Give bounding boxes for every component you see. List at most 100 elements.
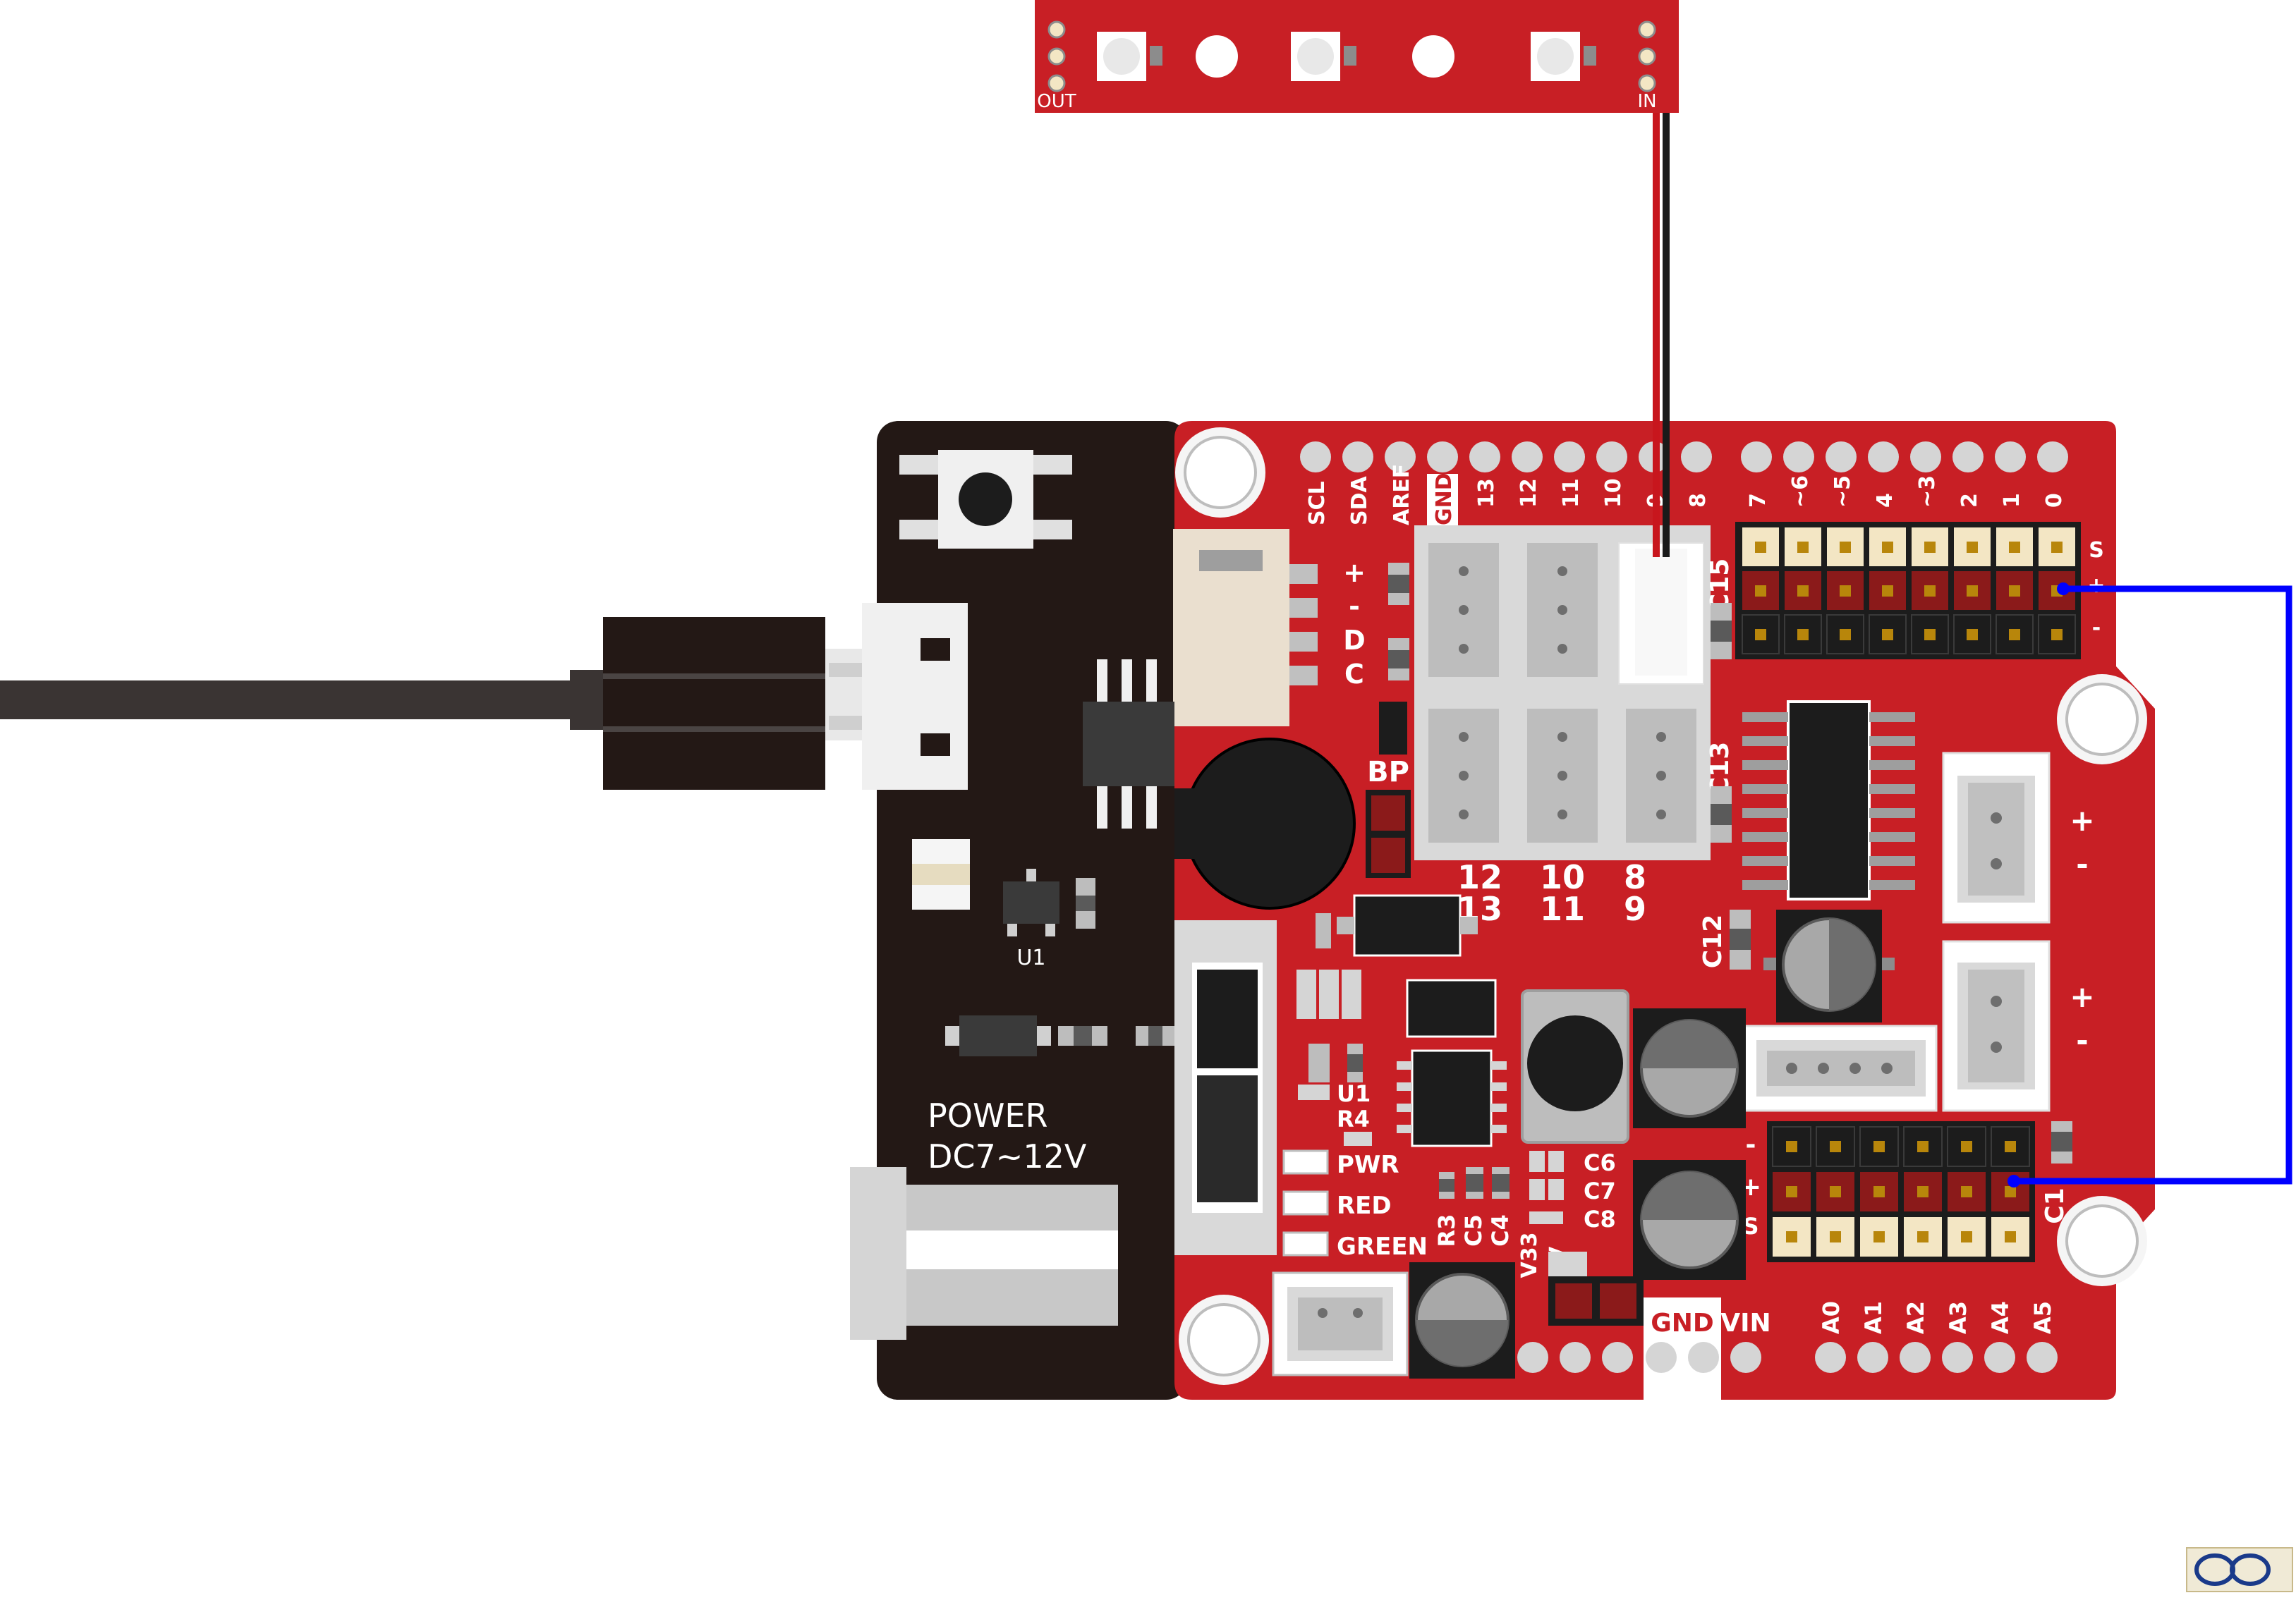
top-header-pin — [1868, 441, 1899, 472]
servo-label-11: 11 — [1540, 890, 1585, 928]
lower-header-minus-label: - — [1746, 1130, 1756, 1159]
connector-label-minus: - — [1349, 591, 1360, 622]
i2c-connector: + - D C — [1173, 529, 1366, 726]
top-header-pin — [1681, 441, 1712, 472]
top-header-label: 10 — [1601, 478, 1626, 508]
adapter-u1-label: U1 — [1016, 946, 1045, 970]
eeprom-chip — [1083, 659, 1174, 829]
analog-pin — [1984, 1342, 2015, 1373]
top-header-pin — [1995, 441, 2026, 472]
top-header-label: 8 — [1686, 493, 1711, 508]
analog-pin-label: A5 — [2029, 1301, 2056, 1334]
analog-pin — [1942, 1342, 1973, 1373]
c4-label: C4 — [1487, 1214, 1514, 1247]
red-led-label: RED — [1337, 1192, 1392, 1220]
top-header-label: 4 — [1873, 493, 1897, 508]
inductor — [1521, 989, 1629, 1144]
strip-mount-hole — [1196, 35, 1238, 78]
u1-transistor: U1 — [1003, 869, 1095, 970]
r4-label: R4 — [1337, 1106, 1370, 1132]
led-strip-in-label: IN — [1637, 91, 1656, 112]
c7-label: C7 — [1584, 1178, 1616, 1204]
electrolytic-cap-2 — [1633, 1008, 1746, 1128]
connector-label-c: C — [1344, 659, 1364, 690]
top-header-pin — [1952, 441, 1984, 472]
top-header-pin — [1826, 441, 1857, 472]
led-strip-wire — [1653, 113, 1670, 557]
top-header-pin — [1427, 441, 1458, 472]
led-strip-out-label: OUT — [1037, 91, 1076, 112]
top-header-pin — [1783, 441, 1814, 472]
top-header-label: 1 — [2000, 493, 2024, 508]
digital-servo-header — [1735, 522, 2081, 659]
top-header-pin — [1300, 441, 1331, 472]
power-adapter-board: U1 POWER DC7~12V — [850, 421, 1187, 1400]
analog-pin-label: A1 — [1860, 1301, 1887, 1334]
top-header-label: ~3 — [1915, 475, 1940, 508]
motor1-plus-label: + — [2070, 803, 2094, 838]
analog-pin — [1815, 1342, 1846, 1373]
analog-pin — [1900, 1342, 1931, 1373]
top-header-label: 12 — [1517, 478, 1541, 508]
bottom-vin-label: VIN — [1720, 1309, 1770, 1338]
analog-pin-label: A4 — [1987, 1301, 2014, 1334]
top-header-pin — [1342, 441, 1373, 472]
right-header-s-label: S — [2089, 538, 2104, 563]
status-leds: PWR RED GREEN — [1282, 1149, 1428, 1261]
bp-label: BP — [1367, 756, 1409, 788]
motor-driver-ic — [1742, 700, 1915, 900]
power-voltage-label: DC7~12V — [928, 1137, 1087, 1175]
bottom-gnd-label: GND — [1651, 1309, 1714, 1338]
bottom-pins — [1517, 1342, 1761, 1373]
electrolytic-cap-3 — [1633, 1160, 1746, 1280]
dc-power-jack — [850, 1167, 1118, 1340]
c1-label: C1 — [2041, 1187, 2070, 1223]
lower-header-s-label: S — [1742, 1213, 1759, 1240]
servo-label-8: 8 — [1624, 858, 1646, 896]
reset-button — [899, 450, 1072, 549]
right-header-minus-label: - — [2092, 616, 2101, 640]
pwr-led-label: PWR — [1337, 1151, 1399, 1179]
top-header-label: AREF — [1390, 464, 1414, 525]
connector-label-d: D — [1343, 625, 1366, 656]
top-header-label: ~6 — [1788, 475, 1813, 508]
analog-pin-label: A3 — [1945, 1301, 1972, 1334]
c5-label: C5 — [1460, 1214, 1487, 1247]
4-pin-connector — [1741, 1025, 1938, 1112]
usb-cable — [0, 617, 868, 790]
v33-label: V33 — [1517, 1233, 1542, 1278]
r3-label: R3 — [1433, 1214, 1460, 1247]
logo — [2186, 1547, 2293, 1592]
c8-label: C8 — [1584, 1206, 1616, 1233]
analog-pin — [1857, 1342, 1888, 1373]
top-header-pin — [1385, 441, 1416, 472]
usb-socket — [862, 603, 968, 790]
dc-connector-2pin — [1272, 1271, 1409, 1376]
motor-connectors — [1942, 752, 2051, 1112]
analog-servo-header — [1767, 1121, 2035, 1262]
servo-connectors — [1414, 525, 1711, 860]
connector-label-plus: + — [1343, 557, 1366, 588]
top-header-label: SCL — [1305, 481, 1330, 525]
motor2-plus-label: + — [2070, 979, 2094, 1014]
regulator-ic — [1397, 1049, 1507, 1147]
top-header-pin — [1469, 441, 1500, 472]
c12-label: C12 — [1699, 915, 1727, 969]
strip-mount-hole — [1412, 35, 1454, 78]
top-header-label: 11 — [1559, 478, 1584, 508]
voltage-jumper — [1548, 1276, 1644, 1326]
servo-label-10: 10 — [1540, 858, 1585, 896]
top-header-pin — [1596, 441, 1627, 472]
analog-pin — [2027, 1342, 2058, 1373]
analog-pin-label: A2 — [1902, 1301, 1929, 1334]
servo-label-12: 12 — [1457, 858, 1502, 896]
u1-label: U1 — [1337, 1080, 1371, 1107]
power-slide-switch — [1174, 920, 1277, 1255]
green-led-label: GREEN — [1337, 1233, 1428, 1261]
servo-label-9: 9 — [1624, 890, 1646, 928]
